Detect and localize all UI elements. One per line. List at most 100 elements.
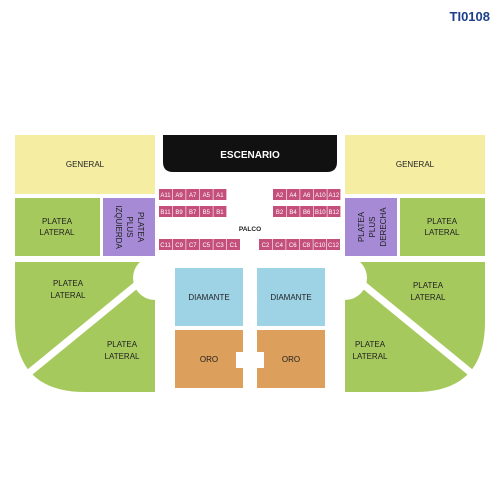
section-platea-lateral-upper-right-line2: LATERAL <box>425 228 461 237</box>
section-diamante-left-label: DIAMANTE <box>188 293 229 302</box>
palco-box-b5[interactable]: B5 <box>199 206 213 217</box>
palco-box-c7[interactable]: C7 <box>186 239 200 250</box>
palco-box-label: A2 <box>276 193 284 199</box>
palco-box-b7[interactable]: B7 <box>186 206 200 217</box>
palco-box-label: C11 <box>160 243 171 249</box>
section-platea-lateral-lower-right-group: PLATEA LATERAL PLATEA LATERAL <box>323 256 485 392</box>
palco-box-b12[interactable]: B12 <box>327 206 341 217</box>
palco-box-c3[interactable]: C3 <box>213 239 227 250</box>
lateral-lower-left-a-line2: LATERAL <box>51 291 87 300</box>
palco-label: PALCO <box>239 226 261 233</box>
palco-box-b2[interactable]: B2 <box>273 206 286 217</box>
palco-box-a12[interactable]: A12 <box>327 189 341 200</box>
palco-box-label: A12 <box>329 193 340 199</box>
palco-box-c11[interactable]: C11 <box>159 239 172 250</box>
palco-box-c12[interactable]: C12 <box>327 239 340 250</box>
palco-box-rect <box>273 206 286 217</box>
palco-box-label: B7 <box>189 210 197 216</box>
plus-right-line2: PLUS <box>368 217 377 238</box>
palco-box-rect <box>213 189 227 200</box>
palco-box-b9[interactable]: B9 <box>172 206 186 217</box>
palco-box-a2[interactable]: A2 <box>273 189 286 200</box>
palco-box-rect <box>299 239 313 250</box>
palco-box-rect <box>327 239 340 250</box>
section-general-left-label: GENERAL <box>66 160 105 169</box>
stage: ESCENARIO <box>163 135 337 172</box>
section-oro-right-label: ORO <box>282 355 300 364</box>
palco-box-a9[interactable]: A9 <box>172 189 186 200</box>
palco-box-rect <box>213 206 227 217</box>
palco-box-label: C6 <box>289 243 297 249</box>
palco-box-label: C4 <box>275 243 283 249</box>
palco-box-rect <box>199 206 213 217</box>
section-oro-left[interactable]: ORO <box>175 330 243 388</box>
palco-box-b6[interactable]: B6 <box>300 206 314 217</box>
map-id-label: TI0108 <box>449 9 490 24</box>
palco-box-rect <box>300 189 314 200</box>
section-platea-plus-derecha[interactable]: PLATEA PLUS DERECHA <box>345 198 397 256</box>
palco-box-rect <box>313 189 327 200</box>
section-platea-lateral-upper-left-line1: PLATEA <box>42 217 73 226</box>
section-general-right[interactable]: GENERAL <box>345 135 485 194</box>
section-platea-plus-izquierda[interactable]: PLATEA PLUS IZQUIERDA <box>103 198 155 256</box>
section-general-left[interactable]: GENERAL <box>15 135 155 194</box>
section-platea-lateral-upper-left[interactable]: PLATEA LATERAL <box>15 198 100 256</box>
palco-box-rect <box>313 239 327 250</box>
lateral-lower-right-b-line2: LATERAL <box>353 352 389 361</box>
palco-box-label: A11 <box>160 193 171 199</box>
palco-box-c10[interactable]: C10 <box>313 239 327 250</box>
plus-left-line2: PLUS <box>125 217 134 238</box>
palco-box-rect <box>186 239 200 250</box>
palco-box-c1[interactable]: C1 <box>227 239 240 250</box>
section-platea-lateral-lower-left-group: PLATEA LATERAL PLATEA LATERAL <box>15 256 177 392</box>
section-oro-right[interactable]: ORO <box>257 330 325 388</box>
palco-box-c8[interactable]: C8 <box>299 239 313 250</box>
palco-box-label: C9 <box>175 243 183 249</box>
palco-box-label: A9 <box>175 193 183 199</box>
plus-right-line3: DERECHA <box>379 207 388 247</box>
corner-cutout-right <box>323 256 367 300</box>
palco-box-label: C3 <box>216 243 224 249</box>
palco-box-a4[interactable]: A4 <box>286 189 300 200</box>
plus-right-line1: PLATEA <box>357 211 366 242</box>
palco-box-rect <box>172 189 186 200</box>
palco-box-a10[interactable]: A10 <box>313 189 327 200</box>
palco-box-a7[interactable]: A7 <box>186 189 200 200</box>
palco-box-label: C12 <box>328 243 340 249</box>
palco-box-a5[interactable]: A5 <box>199 189 213 200</box>
palco-box-rect <box>186 189 200 200</box>
palco-box-label: A6 <box>303 193 311 199</box>
palco-box-c6[interactable]: C6 <box>286 239 300 250</box>
palco-box-b4[interactable]: B4 <box>286 206 300 217</box>
palco-box-label: C7 <box>189 243 197 249</box>
palco-box-b11[interactable]: B11 <box>159 206 172 217</box>
divider-line-left <box>27 279 143 375</box>
palco-box-b1[interactable]: B1 <box>213 206 227 217</box>
stage-label: ESCENARIO <box>220 150 280 161</box>
lateral-lower-right-b-line1: PLATEA <box>355 340 386 349</box>
section-diamante-right[interactable]: DIAMANTE <box>257 268 325 326</box>
palco-box-rect <box>273 189 286 200</box>
palco-box-a6[interactable]: A6 <box>300 189 314 200</box>
lateral-lower-left-b-line2: LATERAL <box>105 352 141 361</box>
palco-box-rect <box>300 206 314 217</box>
lateral-lower-left-a-line1: PLATEA <box>53 279 84 288</box>
palco-box-label: B4 <box>289 210 297 216</box>
section-platea-lateral-upper-right[interactable]: PLATEA LATERAL <box>400 198 485 256</box>
section-diamante-left[interactable]: DIAMANTE <box>175 268 243 326</box>
palco-box-c2[interactable]: C2 <box>259 239 272 250</box>
palco-box-c9[interactable]: C9 <box>172 239 186 250</box>
lateral-lower-left-b-line1: PLATEA <box>107 340 138 349</box>
palco-box-a11[interactable]: A11 <box>159 189 172 200</box>
palco-box-c4[interactable]: C4 <box>272 239 286 250</box>
palco-box-label: A1 <box>216 193 224 199</box>
lateral-lower-right-a-line2: LATERAL <box>411 293 447 302</box>
section-platea-lateral-upper-left-line2: LATERAL <box>40 228 76 237</box>
palco-box-a1[interactable]: A1 <box>213 189 227 200</box>
palco-box-b10[interactable]: B10 <box>313 206 327 217</box>
palco-box-rect <box>259 239 272 250</box>
palco-box-label: C5 <box>202 243 210 249</box>
palco-box-c5[interactable]: C5 <box>199 239 213 250</box>
